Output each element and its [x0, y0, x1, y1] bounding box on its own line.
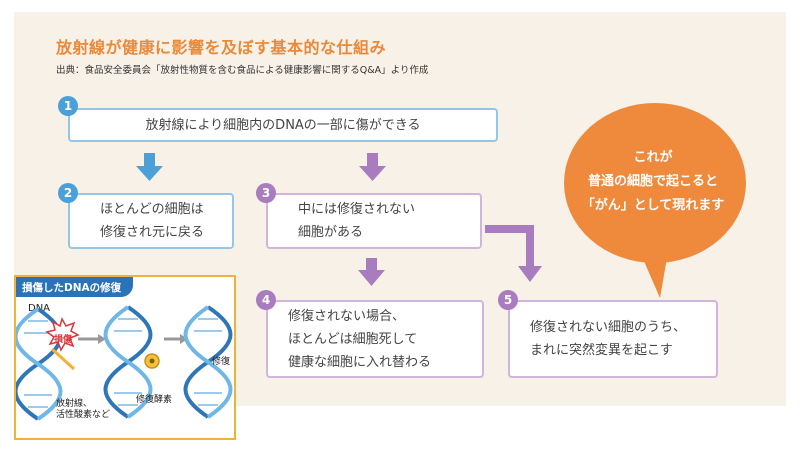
- step-3-box: 中には修復されない 細胞がある: [266, 193, 482, 249]
- arrow-elbow-purple: [485, 225, 542, 282]
- step-2-badge: 2: [58, 183, 78, 203]
- step-5-box: 修復されない細胞のうち、 まれに突然変異を起こす: [508, 300, 718, 378]
- process-arrow-1-icon: [78, 334, 106, 344]
- cause-label: 放射線、 活性酸素など: [56, 399, 111, 420]
- speech-bubble: [564, 103, 746, 298]
- step-1-badge: 1: [58, 96, 78, 116]
- dna-helix-repaired: [183, 305, 233, 419]
- step-5-text: 修復されない細胞のうち、 まれに突然変異を起こす: [530, 320, 687, 358]
- dna-illustration: [16, 305, 233, 421]
- dna-helix-repairing: [103, 305, 153, 419]
- repair-enzyme-icon: [144, 353, 160, 369]
- inset-title: 損傷したDNAの修復: [16, 277, 134, 297]
- source-note: 出典：食品安全委員会「放射性物質を含む食品による健康影響に関するQ&A」より作成: [56, 65, 429, 76]
- step-5-badge: 5: [498, 290, 518, 310]
- damage-burst-icon: [45, 317, 80, 352]
- damage-label: 損傷: [54, 335, 73, 345]
- step-4-badge: 4: [256, 290, 276, 310]
- step-4-box: 修復されない場合、 ほとんどは細胞死して 健康な細胞に入れ替わる: [266, 300, 484, 378]
- repair-label: 修復: [212, 357, 231, 367]
- diagram-title: 放射線が健康に影響を及ぼす基本的な仕組み: [56, 38, 387, 57]
- arrow-down-purple-2: [358, 258, 385, 286]
- arrow-down-purple-1: [359, 153, 386, 181]
- process-arrow-2-icon: [164, 334, 188, 344]
- step-3-text: 中には修復されない 細胞がある: [298, 202, 416, 240]
- arrow-down-blue: [136, 153, 163, 181]
- enzyme-label: 修復酵素: [136, 395, 173, 405]
- radiation-ray-icon: [50, 347, 76, 371]
- step-2-text: ほとんどの細胞は 修復され元に戻る: [100, 202, 205, 240]
- dna-repair-inset: 損傷したDNAの修復 DNA: [14, 275, 236, 440]
- step-1-text: 放射線により細胞内のDNAの一部に傷ができる: [145, 117, 421, 133]
- step-4-text: 修復されない場合、 ほとんどは細胞死して 健康な細胞に入れ替わる: [288, 308, 432, 370]
- step-3-badge: 3: [256, 183, 276, 203]
- step-2-box: ほとんどの細胞は 修復され元に戻る: [68, 193, 234, 249]
- bubble-text: これが 普通の細胞で起こると 「がん」として現れます: [581, 150, 725, 213]
- step-1-box: 放射線により細胞内のDNAの一部に傷ができる: [68, 108, 498, 142]
